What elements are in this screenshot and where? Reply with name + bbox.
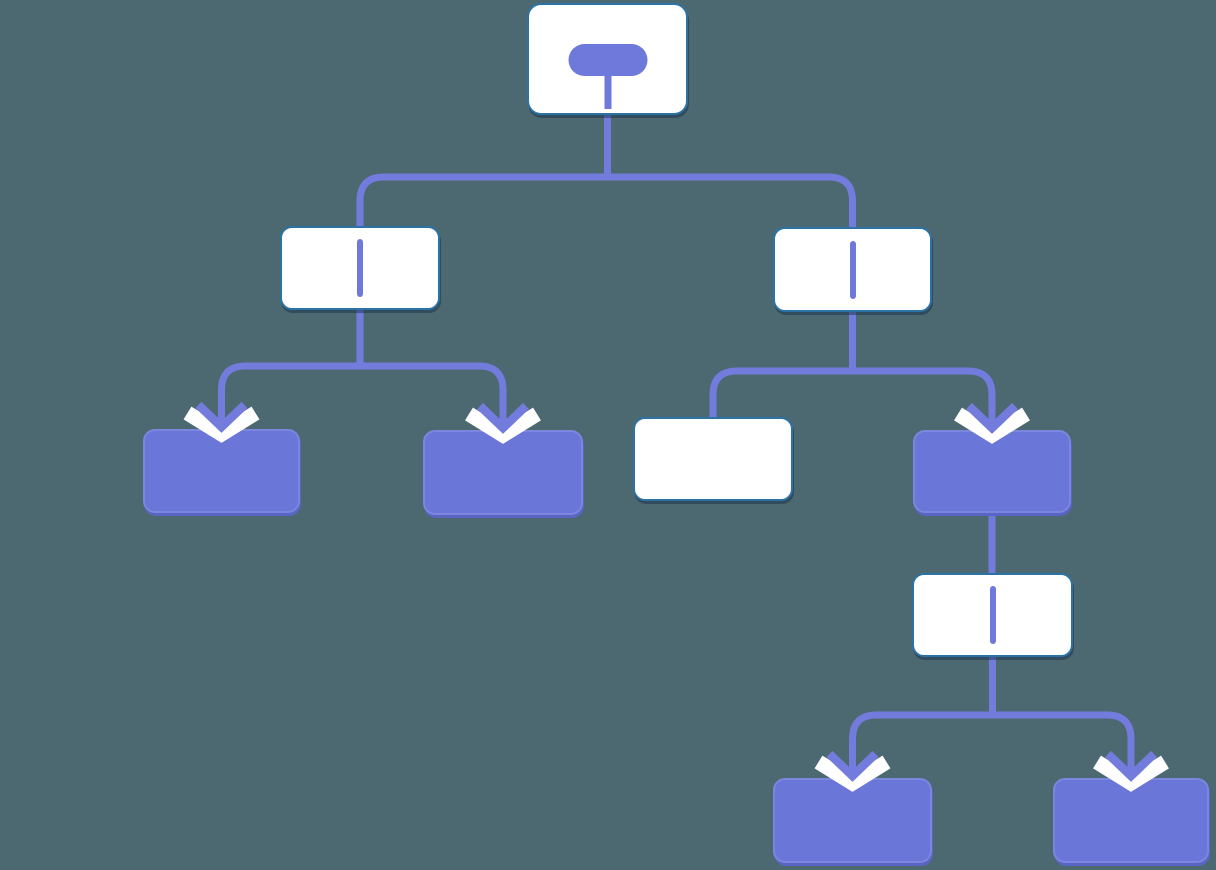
arrowhead bbox=[966, 402, 1018, 434]
subtopic-node-3[interactable] bbox=[633, 417, 793, 501]
subtopic-node-5[interactable] bbox=[773, 778, 932, 863]
arrowhead bbox=[195, 401, 248, 433]
branch-node-lower[interactable] bbox=[912, 573, 1073, 657]
caret-bar-icon bbox=[849, 240, 856, 299]
chevron-arrow-icon bbox=[954, 402, 1030, 444]
arrowhead bbox=[477, 402, 529, 434]
chevron-arrow-icon bbox=[814, 750, 891, 792]
chevron-outline bbox=[814, 755, 891, 792]
root-topic-icon-stem bbox=[604, 74, 611, 109]
root-topic-icon bbox=[568, 44, 647, 76]
caret-bar-icon bbox=[989, 586, 996, 644]
chevron-arrow-icon bbox=[465, 402, 541, 444]
branch-node-left[interactable] bbox=[280, 226, 440, 310]
chevron-outline bbox=[183, 406, 260, 443]
chevron-outline bbox=[1093, 755, 1169, 792]
connector-edge bbox=[356, 115, 611, 228]
connector-edge bbox=[989, 657, 1135, 780]
central-topic-node[interactable] bbox=[527, 3, 688, 115]
connector-edge bbox=[218, 310, 364, 431]
caret-bar-icon bbox=[357, 239, 363, 297]
connector-edge bbox=[849, 312, 996, 432]
connector-edge bbox=[604, 115, 856, 229]
connector-edge bbox=[849, 657, 996, 780]
branch-node-right[interactable] bbox=[773, 227, 932, 312]
arrowhead bbox=[1105, 750, 1157, 782]
chevron-arrow-icon bbox=[183, 401, 260, 443]
chevron-outline bbox=[954, 407, 1030, 444]
connector-edge bbox=[356, 310, 507, 432]
connector-edge bbox=[709, 312, 856, 419]
chevron-arrow-icon bbox=[1093, 750, 1169, 792]
subtopic-node-1[interactable] bbox=[143, 429, 300, 513]
arrowhead bbox=[826, 750, 879, 782]
chevron-outline bbox=[465, 407, 541, 444]
